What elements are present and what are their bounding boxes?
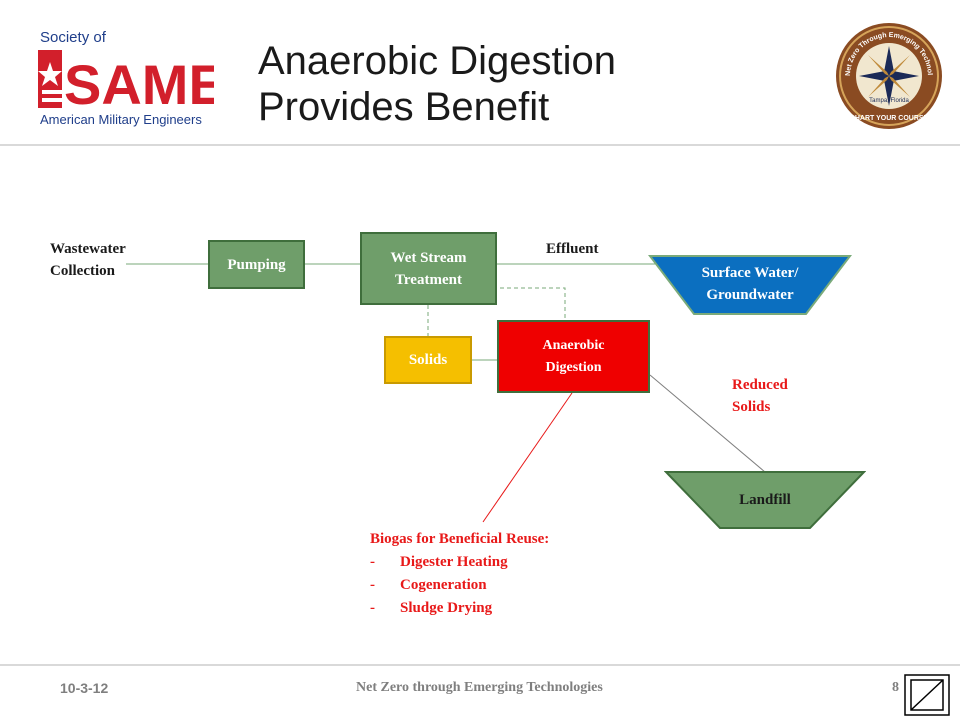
logo-ame-text: American Military Engineers [40,112,202,127]
page-number: 8 [892,680,899,695]
landfill-label: Landfill [739,492,791,508]
solids-box: Solids [384,336,472,384]
list-item: - Cogeneration [370,577,487,593]
list-item: - Digester Heating [370,554,508,570]
footer-date: 10-3-12 [60,680,109,696]
compass-rose-icon [859,46,919,106]
symposium-seal-logo: Net Zero Through Emerging Technologies T… [832,15,944,132]
list-item: - Sludge Drying [370,600,493,616]
pumping-box: Pumping [208,240,305,289]
title-line-2: Provides Benefit [258,85,550,129]
page-title: Anaerobic Digestion Provides Benefit [258,38,616,130]
surface-water-groundwater-label: Surface Water/ Groundwater [701,265,799,303]
logo-society-text: Society of [40,29,107,46]
header-divider [0,144,960,146]
landfill-shape [664,471,866,529]
logo-same-text: SAME [64,53,214,116]
effluent-label: Effluent [546,241,599,257]
wastewater-collection-label: Wastewater Collection [50,241,126,279]
anaerobic-digestion-box: Anaerobic Digestion [497,320,650,393]
seal-bottom-text: CHART YOUR COURSE [850,115,929,122]
seal-location-text: Tampa, Florida [869,98,909,104]
footer-divider [0,664,960,666]
title-line-1: Anaerobic Digestion [258,39,616,83]
connector-wetstream-digestion [500,287,566,320]
slide-nav-icon[interactable] [904,674,950,716]
connector-digestion-landfill [649,374,766,473]
footer-title: Net Zero through Emerging Technologies [356,680,603,695]
biogas-list: Biogas for Beneficial Reuse: - Digester … [370,528,549,620]
reduced-solids-label: Reduced Solids [732,377,788,415]
biogas-heading: Biogas for Beneficial Reuse: [370,531,550,547]
flag-icon [38,50,62,108]
same-logo: Society of SAME American Military Engine… [34,22,226,132]
wet-stream-treatment-box: Wet Stream Treatment [360,232,497,305]
connector-digestion-biogas [482,392,573,523]
surface-water-shape [648,255,852,315]
